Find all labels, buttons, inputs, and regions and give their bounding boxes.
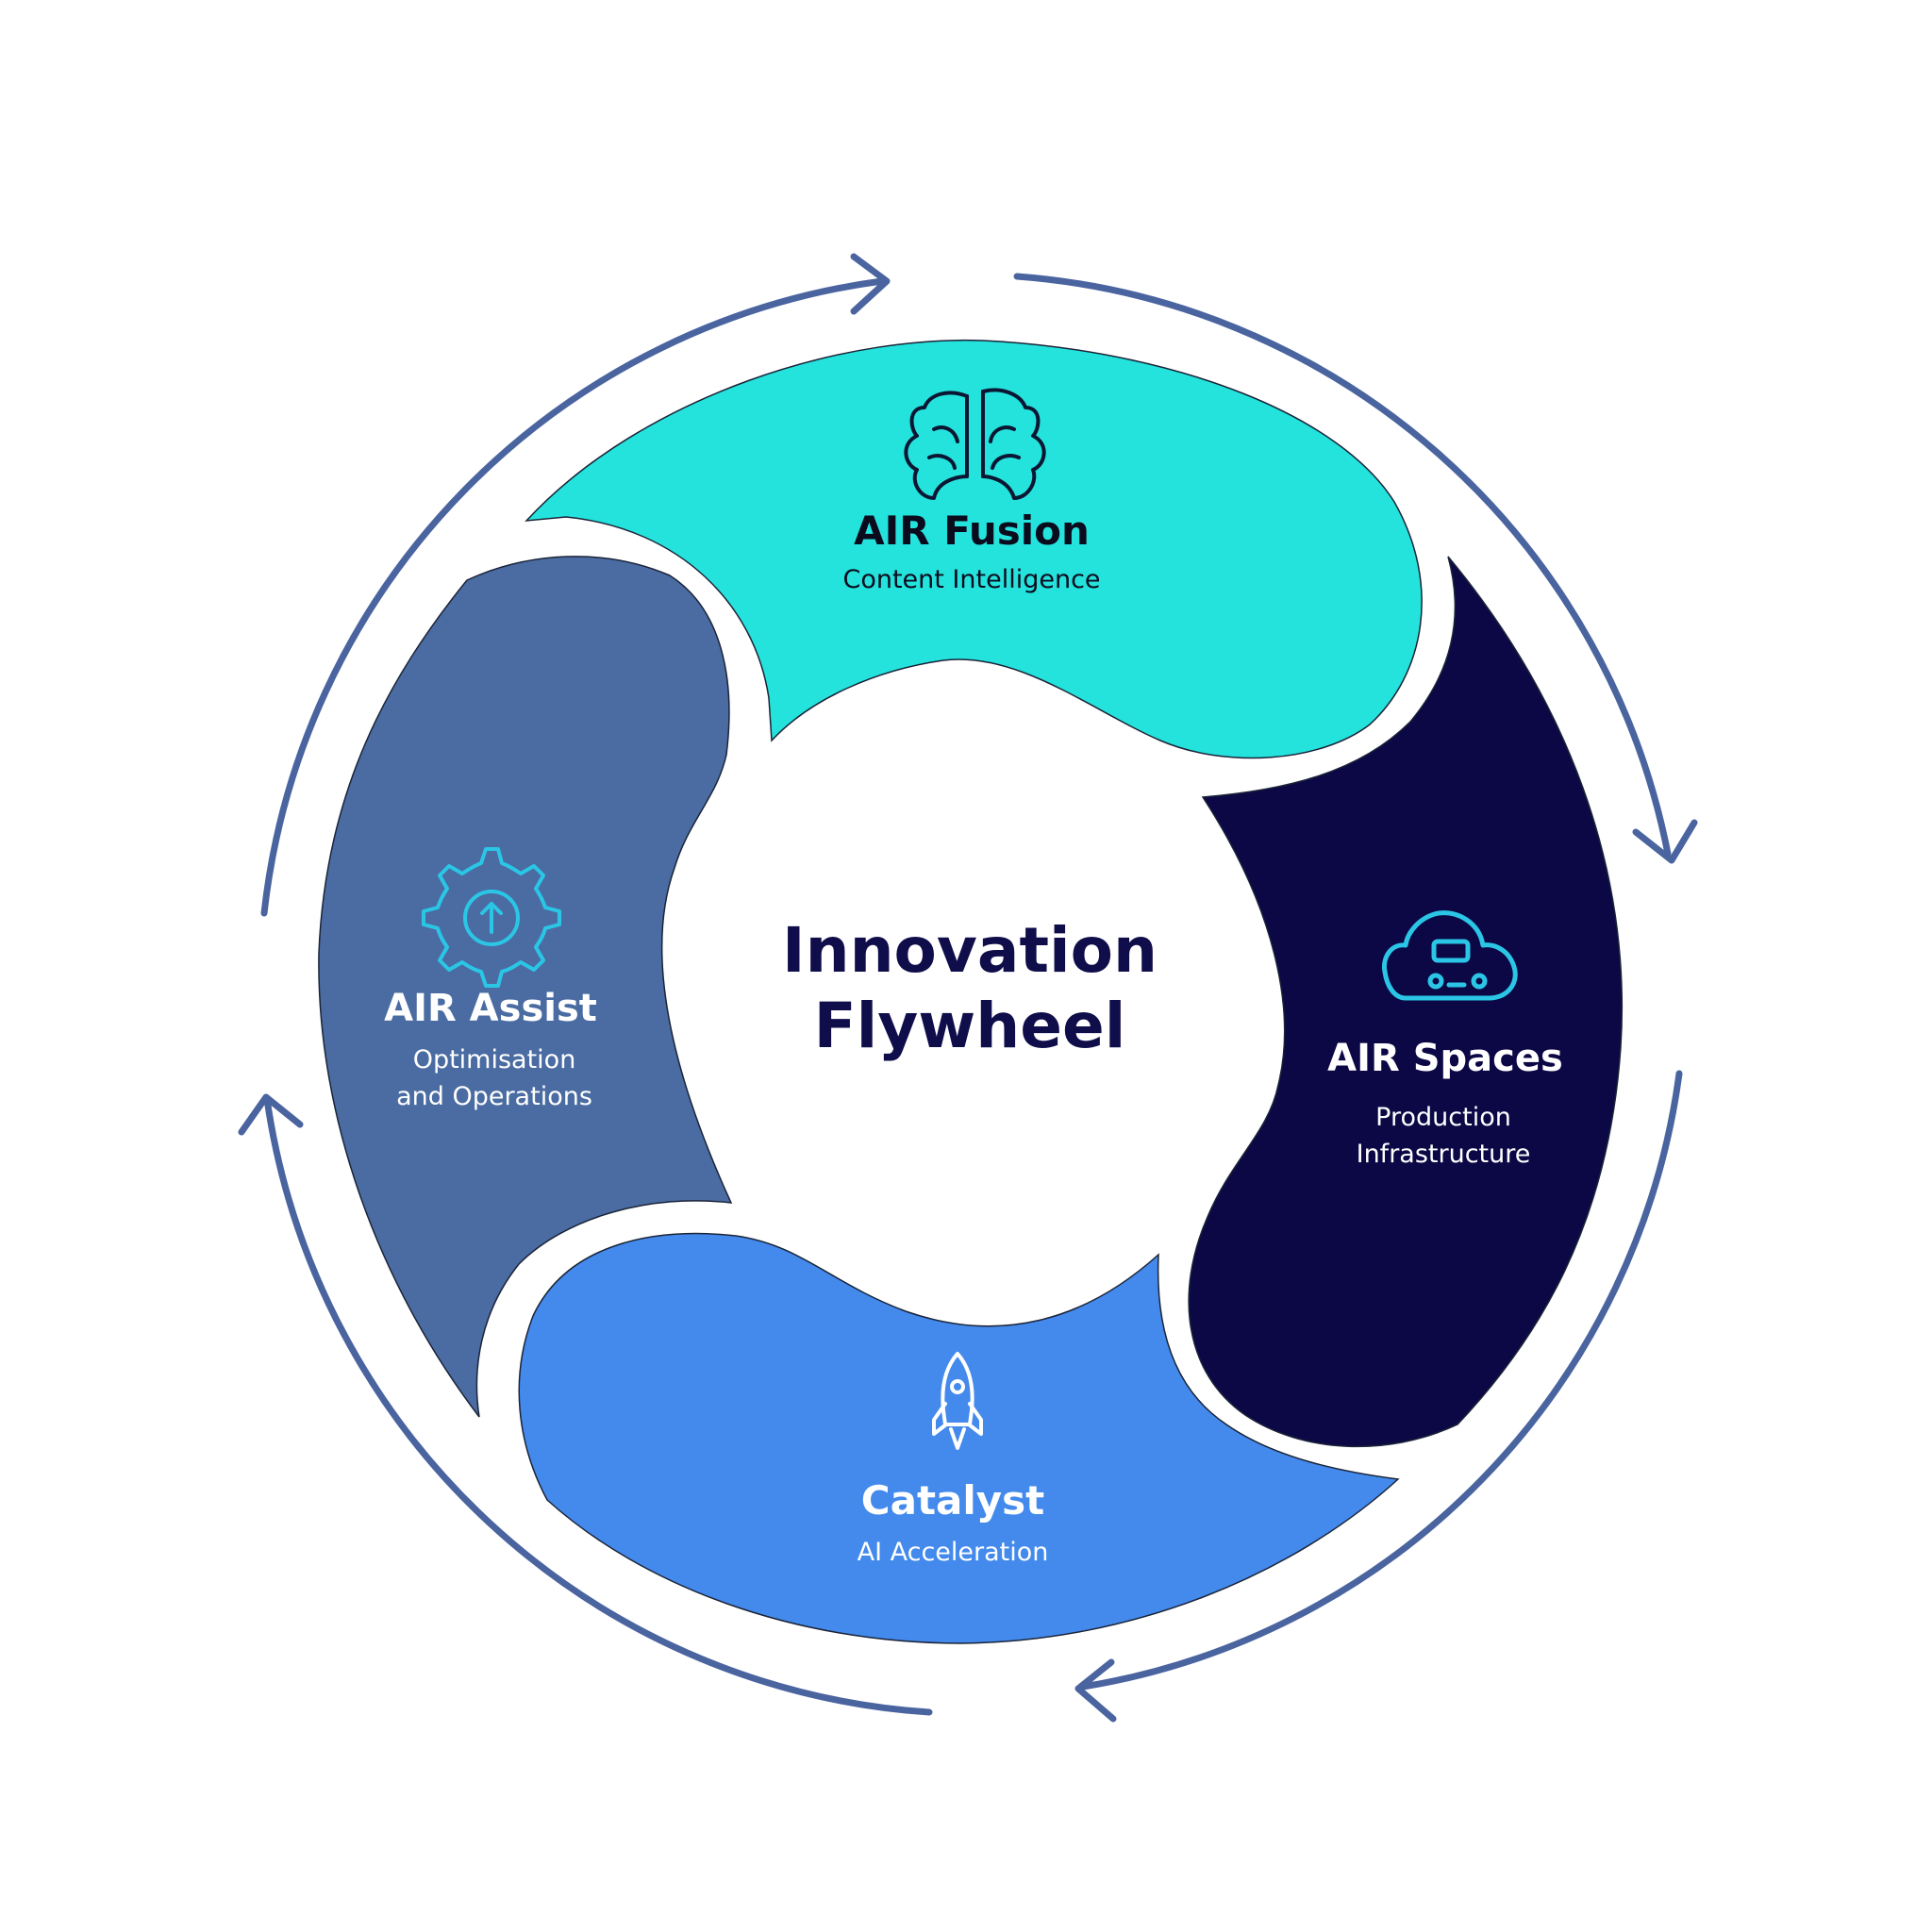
- arrowhead-left: [238, 1093, 304, 1136]
- arrowhead-right: [1632, 819, 1698, 864]
- catalyst-subtitle: AI Acceleration: [858, 1538, 1049, 1567]
- fusion-title: AIR Fusion: [854, 508, 1090, 554]
- cloud-server-icon: [1381, 910, 1518, 1001]
- catalyst-title: Catalyst: [861, 1477, 1044, 1524]
- assist-subtitle-line1: Optimisation: [413, 1045, 576, 1074]
- center-title-line1: Innovation: [782, 914, 1158, 987]
- brain-icon: [904, 388, 1046, 500]
- segment-air-spaces[interactable]: [1188, 556, 1624, 1448]
- assist-title: AIR Assist: [384, 987, 597, 1030]
- cycle-arrows: [238, 253, 1698, 1723]
- spaces-subtitle-line1: Production: [1375, 1103, 1511, 1132]
- fusion-subtitle: Content Intelligence: [842, 565, 1100, 594]
- segment-air-assist[interactable]: [318, 556, 733, 1418]
- arrow-arc-top-right: [1013, 273, 1672, 858]
- arrow-arc-bottom-right: [1079, 1070, 1683, 1690]
- segment-catalyst[interactable]: [518, 1232, 1400, 1644]
- spaces-subtitle-line2: Infrastructure: [1357, 1140, 1531, 1169]
- segment-air-fusion[interactable]: [525, 339, 1423, 759]
- arrowhead-top: [850, 253, 891, 315]
- center-title-line2: Flywheel: [814, 990, 1126, 1062]
- gear-arrow-icon: [422, 847, 561, 988]
- arrow-arc-bottom-left: [263, 1095, 933, 1716]
- spaces-title: AIR Spaces: [1327, 1037, 1563, 1080]
- assist-subtitle-line2: and Operations: [396, 1082, 592, 1111]
- arrow-arc-top-left: [260, 277, 886, 917]
- arrowhead-bottom: [1074, 1658, 1117, 1723]
- rocket-icon: [932, 1352, 983, 1450]
